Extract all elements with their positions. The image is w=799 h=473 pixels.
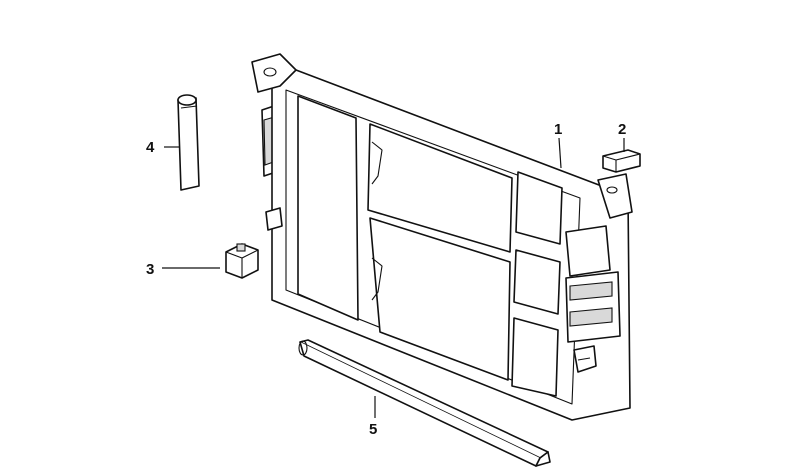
callout-5: 5 [369, 421, 377, 438]
callout-1: 1 [554, 121, 562, 138]
part-3-clip [225, 243, 259, 279]
part-5-strip [298, 339, 551, 467]
leader-line-1 [558, 137, 562, 169]
callout-4: 4 [146, 139, 155, 156]
part-4-tube [177, 94, 200, 191]
callout-2: 2 [618, 121, 626, 138]
part-2-mount [602, 149, 641, 173]
callout-3: 3 [146, 261, 154, 278]
part-1-frame [251, 53, 633, 421]
